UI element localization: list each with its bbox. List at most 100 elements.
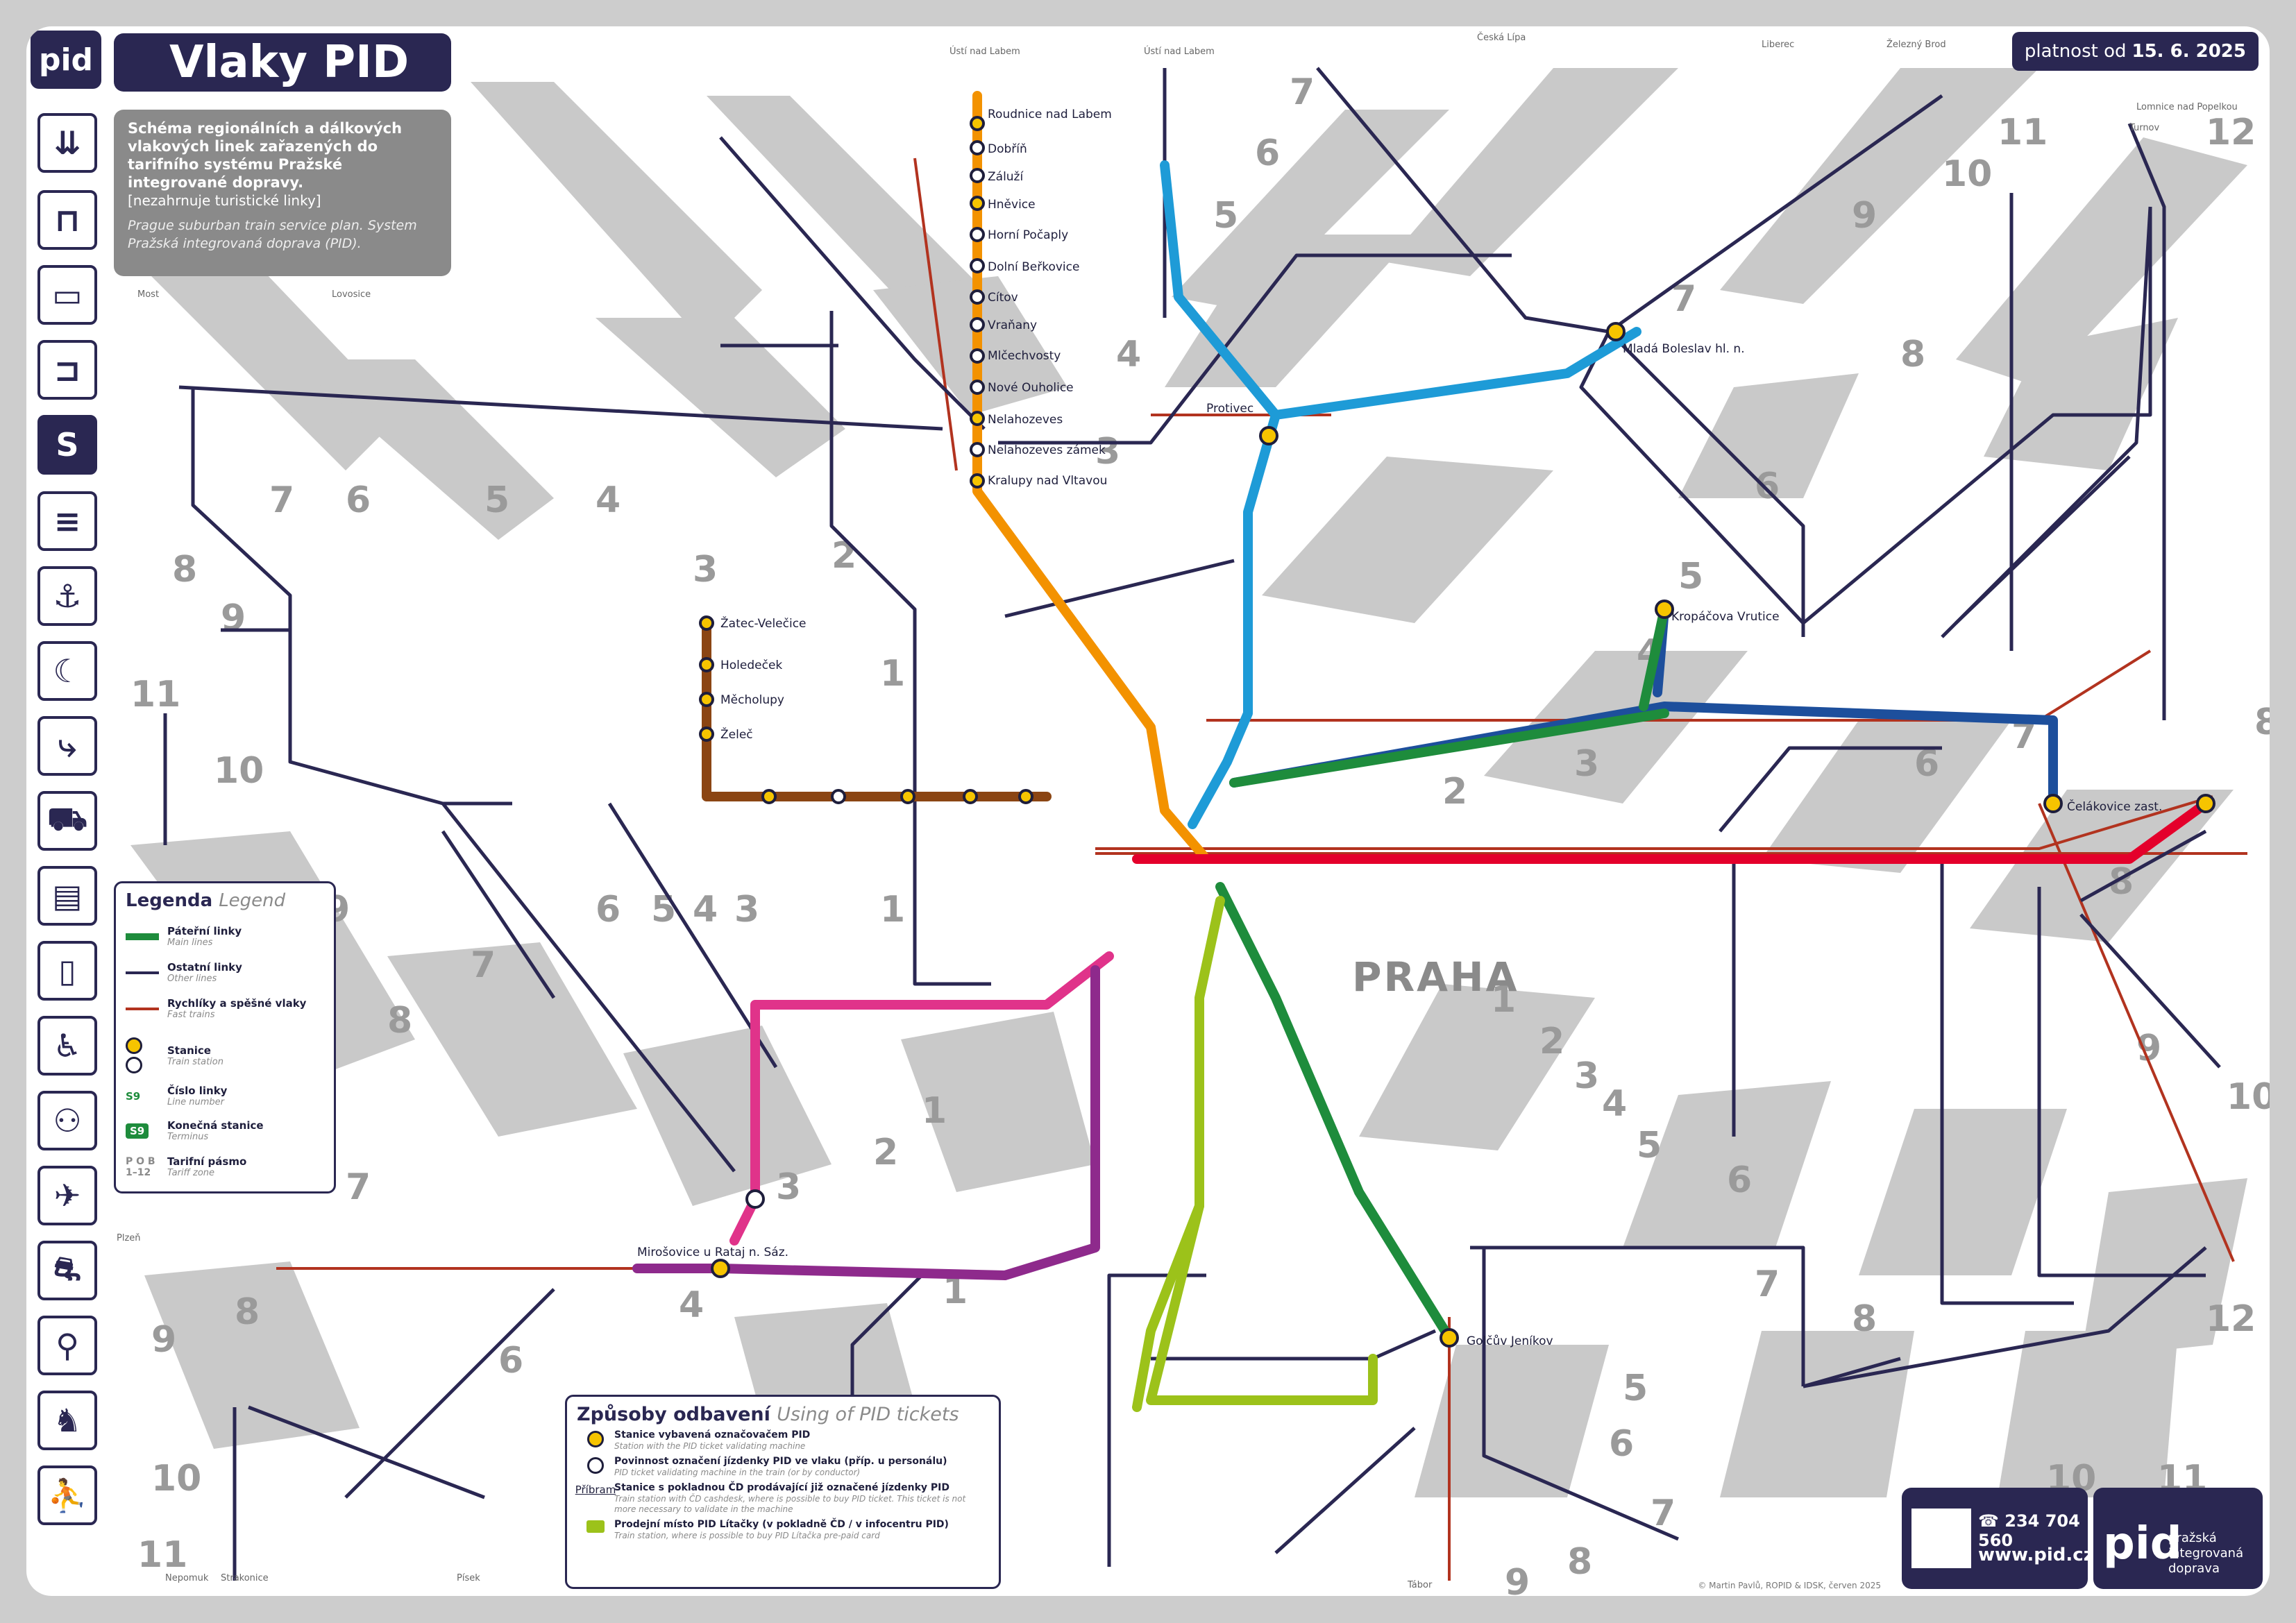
svg-text:7: 7 — [269, 479, 294, 521]
svg-text:12: 12 — [2206, 112, 2256, 153]
svg-text:11: 11 — [1998, 112, 2048, 153]
mode-app-icon[interactable]: ▯ — [37, 941, 97, 1001]
svg-text:1: 1 — [880, 653, 905, 695]
svg-text:10: 10 — [214, 750, 264, 792]
validity-badge: platnost od 15. 6. 2025 — [2011, 32, 2259, 71]
subtitle-note: [nezahrnuje turistické linky] — [128, 192, 321, 209]
mode-accessible-icon[interactable]: ♿ — [37, 1016, 97, 1076]
litacka-icon — [586, 1520, 605, 1533]
mode-dog-icon[interactable]: ♞ — [37, 1391, 97, 1450]
svg-text:Kropáčova Vrutice: Kropáčova Vrutice — [1671, 610, 1780, 624]
svg-text:4: 4 — [693, 889, 718, 931]
mode-replacement-icon[interactable]: ⤷ — [37, 716, 97, 776]
qr-code-icon[interactable] — [1911, 1509, 1971, 1568]
contact-box: ☎ 234 704 560 www.pid.cz — [1902, 1488, 2094, 1589]
mode-vehicle-icon[interactable]: ⛟ — [37, 791, 97, 851]
svg-text:9: 9 — [151, 1319, 176, 1361]
svg-text:8: 8 — [2254, 702, 2270, 743]
svg-text:Golčův Jeníkov: Golčův Jeníkov — [1467, 1334, 1553, 1348]
main-lines — [632, 91, 2211, 1412]
svg-text:3: 3 — [776, 1166, 801, 1208]
svg-text:3: 3 — [734, 889, 759, 931]
svg-text:Holedeček: Holedeček — [720, 658, 782, 672]
svg-text:Žatec-Velečice: Žatec-Velečice — [720, 615, 807, 631]
svg-text:Vraňany: Vraňany — [988, 318, 1037, 332]
tariff-zone-sample: P O B 1–12 — [126, 1155, 155, 1178]
validity-date: 15. 6. 2025 — [2132, 41, 2247, 62]
map-frame: 7 6 5 4 3 1 2 3 4 5 6 7 8 9 10 11 7 6 5 … — [26, 26, 2270, 1596]
mode-family-icon[interactable]: ⚇ — [37, 1091, 97, 1150]
pid-logo[interactable]: pid — [31, 31, 101, 89]
svg-text:8: 8 — [1567, 1541, 1592, 1583]
mode-ticket-icon[interactable]: ▤ — [37, 866, 97, 926]
svg-text:Kralupy nad Vltavou: Kralupy nad Vltavou — [988, 474, 1107, 488]
station-white-icon — [126, 1057, 142, 1073]
svg-text:4: 4 — [679, 1284, 704, 1326]
svg-text:7: 7 — [1755, 1264, 1780, 1305]
svg-text:3: 3 — [1095, 431, 1120, 473]
svg-text:3: 3 — [1574, 743, 1599, 785]
mode-bus-icon[interactable]: ▭ — [37, 265, 97, 325]
svg-text:Ústí nad Labem: Ústí nad Labem — [1144, 46, 1215, 57]
pid-brand-logo: pid — [2103, 1518, 2182, 1570]
svg-text:11: 11 — [137, 1534, 187, 1576]
line-number-sample: S9 — [126, 1089, 141, 1103]
svg-text:Protivec: Protivec — [1206, 402, 1253, 416]
svg-text:Most: Most — [137, 289, 159, 300]
svg-text:Želeč: Želeč — [720, 726, 753, 742]
mode-funicular-icon[interactable]: ⊓ — [37, 190, 97, 250]
svg-text:10: 10 — [1942, 153, 1992, 195]
mode-ferry-icon[interactable]: ≡ — [37, 491, 97, 551]
svg-text:10: 10 — [151, 1458, 201, 1499]
station-dots — [699, 116, 2215, 1348]
main-line-swatch — [126, 933, 159, 940]
tickets-box: Způsoby odbavení Using of PID tickets St… — [565, 1395, 1001, 1589]
mode-trolleybus-icon[interactable]: ⊐ — [37, 340, 97, 400]
mode-airport-icon[interactable]: ✈ — [37, 1166, 97, 1225]
svg-text:Lomnice nad Popelkou: Lomnice nad Popelkou — [2136, 102, 2238, 112]
svg-text:2: 2 — [873, 1132, 898, 1173]
svg-text:Horní Počaply: Horní Počaply — [988, 228, 1068, 242]
svg-text:Železný Brod: Železný Brod — [1886, 39, 1946, 50]
ticket-item-cashdesk: Příbram Stanice s pokladnou ČD prodávají… — [575, 1482, 966, 1515]
mode-night-icon[interactable]: ☾ — [37, 641, 97, 701]
subtitle-cz: Schéma regionálních a dálkových vlakovýc… — [128, 120, 403, 191]
mode-boat-icon[interactable]: ⚓ — [37, 566, 97, 626]
svg-text:Hněvice: Hněvice — [988, 198, 1036, 212]
mode-stroller-icon[interactable]: ⛐ — [37, 1241, 97, 1300]
svg-text:5: 5 — [651, 889, 676, 931]
station-white-icon — [587, 1457, 604, 1474]
svg-text:9: 9 — [1505, 1562, 1530, 1596]
mode-walk-icon[interactable]: ⛹ — [37, 1465, 97, 1525]
svg-text:12: 12 — [2206, 1298, 2256, 1340]
phone-number[interactable]: ☎ 234 704 560 — [1978, 1511, 2080, 1550]
mode-train-icon[interactable]: S — [37, 415, 97, 475]
svg-text:Ústí nad Labem: Ústí nad Labem — [949, 46, 1020, 57]
svg-text:6: 6 — [498, 1340, 523, 1382]
mode-bicycle-icon[interactable]: ⚲ — [37, 1316, 97, 1375]
svg-text:8: 8 — [235, 1291, 260, 1333]
svg-text:1: 1 — [880, 889, 905, 931]
svg-text:Lovosice: Lovosice — [332, 289, 371, 300]
ticket-item-litacka: Prodejní místo PID Lítačky (v pokladně Č… — [577, 1519, 989, 1541]
svg-text:Záluží: Záluží — [988, 170, 1024, 184]
svg-text:6: 6 — [346, 479, 371, 521]
svg-text:8: 8 — [387, 1000, 412, 1042]
cashdesk-sample: Příbram — [575, 1484, 616, 1496]
svg-text:9: 9 — [221, 597, 246, 639]
svg-text:2: 2 — [1539, 1021, 1564, 1062]
svg-text:5: 5 — [1623, 1368, 1648, 1409]
svg-text:8: 8 — [172, 549, 197, 590]
svg-text:Mladá Boleslav hl. n.: Mladá Boleslav hl. n. — [1623, 342, 1745, 356]
svg-text:3: 3 — [1574, 1055, 1599, 1097]
svg-text:4: 4 — [1602, 1083, 1627, 1125]
svg-text:10: 10 — [2227, 1076, 2270, 1118]
website-link[interactable]: www.pid.cz — [1978, 1545, 2094, 1565]
subtitle-en: Prague suburban train service plan. Syst… — [128, 218, 417, 251]
mode-subway-icon[interactable]: ⇊ — [37, 113, 97, 173]
